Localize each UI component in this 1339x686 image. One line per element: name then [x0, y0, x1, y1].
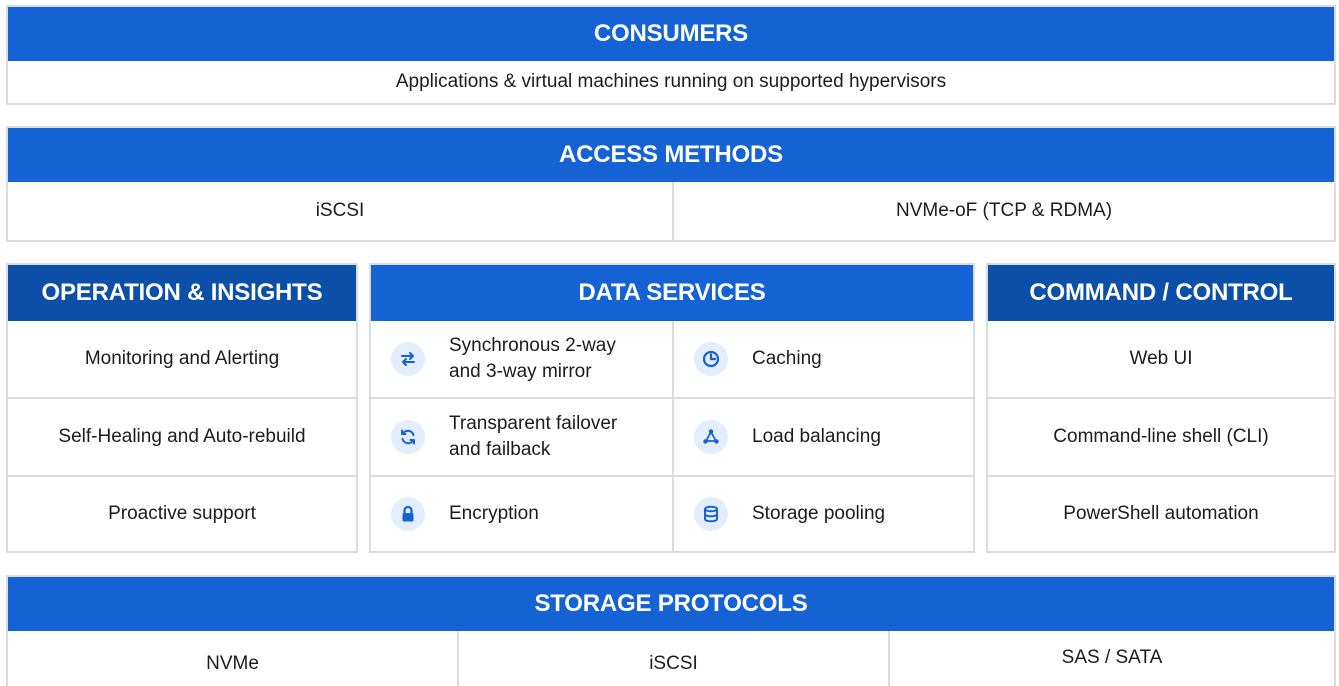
divider [371, 475, 973, 477]
service-label: Storage pooling [752, 503, 886, 524]
access-method-iscsi: iSCSI [315, 200, 365, 221]
lock-icon [391, 497, 425, 531]
service-label: Encryption [449, 503, 539, 524]
operation-item-monitoring: Monitoring and Alerting [84, 348, 280, 369]
consumers-description: Applications & virtual machines running … [395, 71, 947, 92]
service-encryption: Encryption [371, 477, 672, 551]
access-methods-block: ACCESS METHODS iSCSI NVMe-oF (TCP & RDMA… [6, 126, 1336, 242]
database-icon [694, 497, 728, 531]
operation-insights-block: OPERATION & INSIGHTS Monitoring and Aler… [6, 263, 358, 553]
refresh-icon [391, 420, 425, 454]
operation-item-proactive-support: Proactive support [108, 503, 256, 524]
command-item-cli: Command-line shell (CLI) [1053, 426, 1269, 447]
operation-insights-header: OPERATION & INSIGHTS [8, 265, 356, 321]
clock-icon [694, 342, 728, 376]
access-method-nvme-of: NVMe-oF (TCP & RDMA) [895, 200, 1113, 221]
divider [988, 475, 1334, 477]
service-load-balancing: Load balancing [674, 399, 973, 475]
service-label: Caching [752, 348, 822, 369]
sync-arrows-icon [391, 342, 425, 376]
command-control-header: COMMAND / CONTROL [988, 265, 1334, 321]
operation-item-self-healing: Self-Healing and Auto-rebuild [58, 426, 306, 447]
nodes-icon [694, 420, 728, 454]
divider [371, 397, 973, 399]
access-methods-header: ACCESS METHODS [8, 128, 1334, 182]
storage-protocols-header: STORAGE PROTOCOLS [8, 577, 1334, 631]
divider [988, 397, 1334, 399]
divider [672, 321, 674, 551]
command-item-powershell: PowerShell automation [1063, 503, 1259, 524]
storage-protocol-nvme: NVMe [206, 652, 259, 674]
storage-protocol-sas-sata: SAS / SATA [1061, 646, 1163, 668]
divider [8, 397, 356, 399]
divider [8, 475, 356, 477]
service-storage-pooling: Storage pooling [674, 477, 973, 551]
divider [672, 182, 674, 240]
storage-protocol-iscsi: iSCSI [649, 652, 698, 674]
divider [888, 631, 890, 686]
service-caching: Caching [674, 321, 973, 397]
command-control-block: COMMAND / CONTROL Web UI Command-line sh… [986, 263, 1336, 553]
consumers-block: CONSUMERS Applications & virtual machine… [6, 5, 1336, 105]
divider [457, 631, 459, 686]
consumers-header: CONSUMERS [8, 7, 1334, 61]
storage-protocols-block: STORAGE PROTOCOLS NVMe iSCSI SAS / SATA [6, 575, 1336, 686]
data-services-header: DATA SERVICES [371, 265, 973, 321]
service-label: Load balancing [752, 426, 881, 447]
command-item-web-ui: Web UI [1129, 348, 1193, 369]
